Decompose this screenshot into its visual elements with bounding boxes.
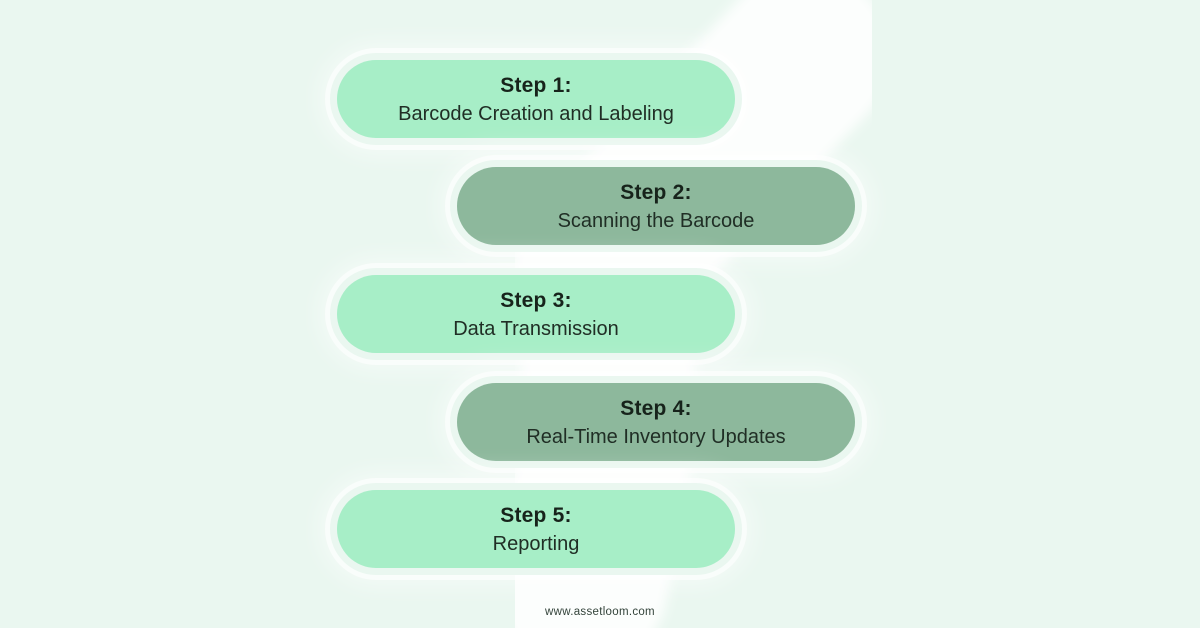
step-2-subtitle: Scanning the Barcode <box>557 209 755 232</box>
step-1-title: Step 1: <box>500 73 572 97</box>
step-2-title: Step 2: <box>620 180 692 204</box>
step-pill-1: Step 1: Barcode Creation and Labeling <box>337 60 735 138</box>
step-pill-2: Step 2: Scanning the Barcode <box>457 167 855 245</box>
step-4-subtitle: Real-Time Inventory Updates <box>526 425 786 448</box>
website-watermark: www.assetloom.com <box>545 606 655 618</box>
step-pill-3: Step 3: Data Transmission <box>337 275 735 353</box>
step-5-title: Step 5: <box>500 503 572 527</box>
step-5-subtitle: Reporting <box>492 532 580 555</box>
step-3-subtitle: Data Transmission <box>453 317 619 340</box>
step-pill-4: Step 4: Real-Time Inventory Updates <box>457 383 855 461</box>
step-1-subtitle: Barcode Creation and Labeling <box>398 102 674 125</box>
step-3-title: Step 3: <box>500 288 572 312</box>
step-pill-5: Step 5: Reporting <box>337 490 735 568</box>
step-4-title: Step 4: <box>620 396 692 420</box>
